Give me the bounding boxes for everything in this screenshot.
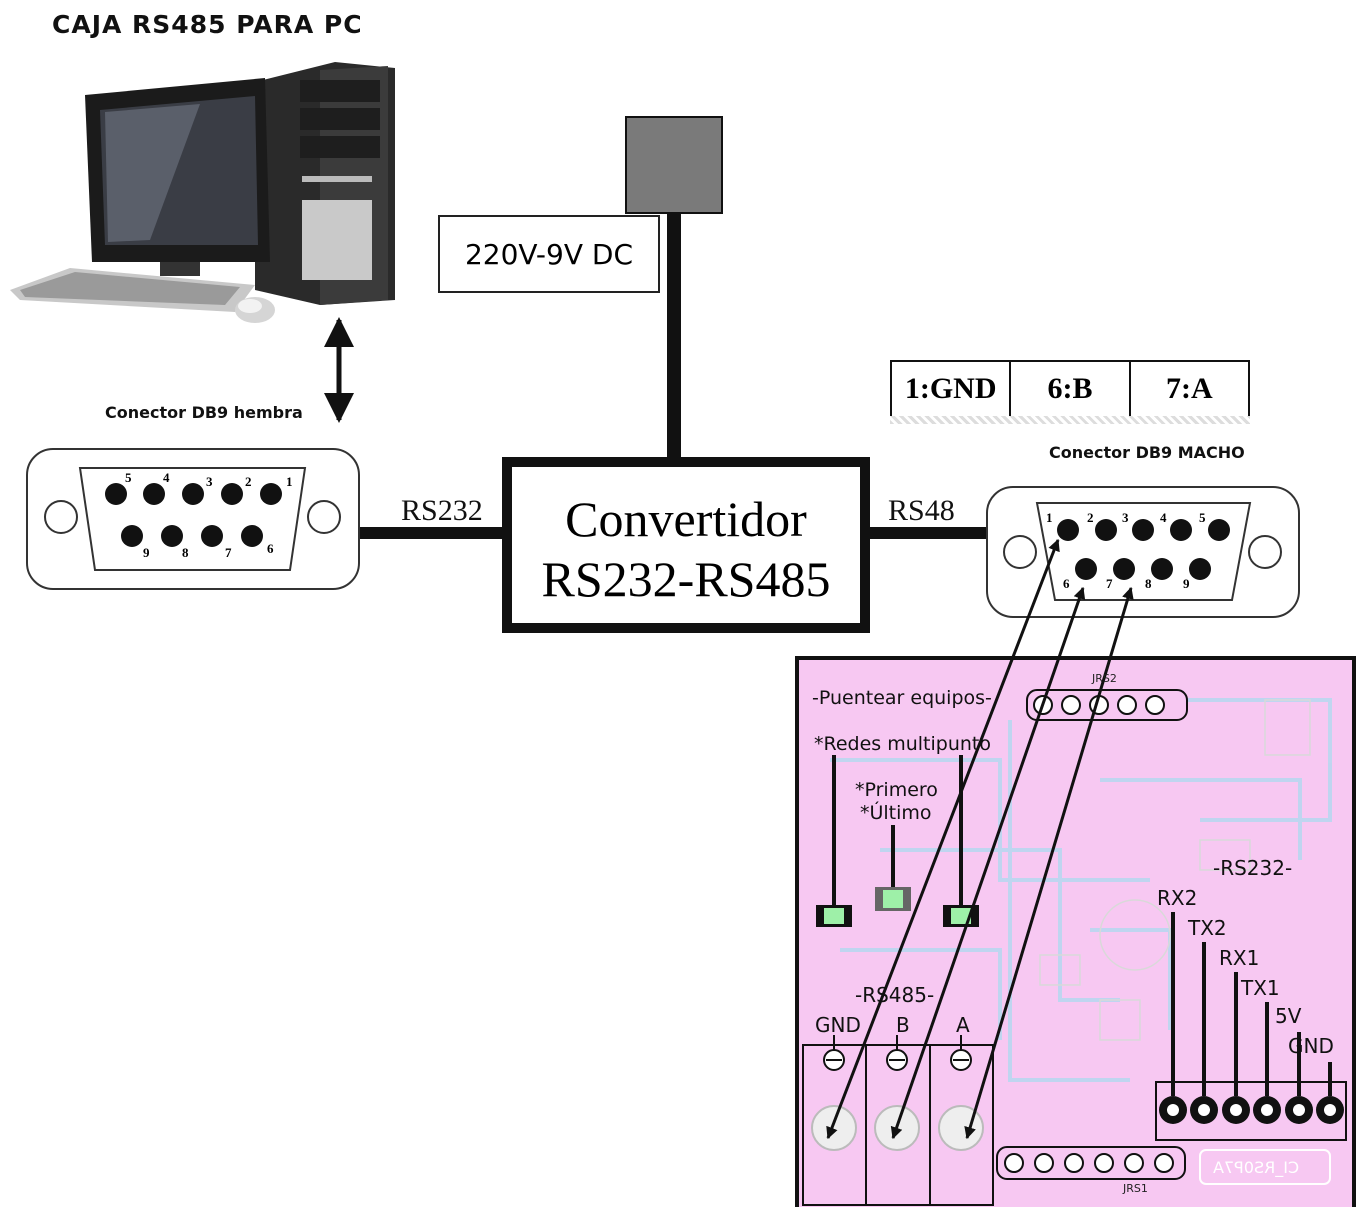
pin-number: 5 xyxy=(125,470,132,485)
db9-male-label: Conector DB9 MACHO xyxy=(1049,443,1245,462)
pin-number: 1 xyxy=(286,474,293,489)
multipoint-label: *Redes multipunto xyxy=(814,733,992,755)
pc-illustration xyxy=(10,62,395,323)
last-label: *Último xyxy=(860,802,932,824)
pin-table-shadow xyxy=(890,416,1250,424)
pin-number: 9 xyxy=(1183,576,1190,591)
pin-number: 8 xyxy=(182,545,189,560)
jrs2-label: JRS2 xyxy=(1092,672,1117,685)
converter-line2: RS232-RS485 xyxy=(541,551,831,607)
pin-table-cell: 6:B xyxy=(1011,362,1131,416)
rs232-pin-gnd: GND xyxy=(1288,1034,1334,1058)
pin-number: 6 xyxy=(1063,576,1070,591)
wiring-arrows xyxy=(826,538,1134,1140)
rs485-terminal-b: B xyxy=(896,1013,910,1037)
converter-line1: Convertidor xyxy=(565,491,807,547)
rs232-link-label: RS232 xyxy=(401,494,483,527)
jrs1-label: JRS1 xyxy=(1123,1182,1148,1195)
diagram-title: CAJA RS485 PARA PC xyxy=(52,10,363,39)
pin-number: 4 xyxy=(163,470,170,485)
rs232-label: -RS232- xyxy=(1213,856,1293,880)
rs485-label: -RS485- xyxy=(855,983,935,1007)
board-code-label: CI_RS0P7A xyxy=(1213,1158,1300,1177)
rs232-pin-rx2: RX2 xyxy=(1157,886,1198,910)
power-supply-block xyxy=(625,116,723,214)
rs232-pin-rx1: RX1 xyxy=(1219,946,1260,970)
db9-female-connector xyxy=(26,448,360,590)
pin-number: 4 xyxy=(1160,510,1167,525)
pin-number: 7 xyxy=(1106,576,1113,591)
rs485-terminal-a: A xyxy=(956,1013,970,1037)
pin-table: 1:GND 6:B 7:A xyxy=(890,360,1250,416)
pin-number: 6 xyxy=(267,541,274,556)
pin-table-cell: 1:GND xyxy=(892,362,1012,416)
pin-table-cell: 7:A xyxy=(1165,372,1213,405)
pin-number: 9 xyxy=(143,545,150,560)
pin-number: 3 xyxy=(1122,510,1129,525)
pin-number: 1 xyxy=(1046,510,1053,525)
pin-number: 5 xyxy=(1199,510,1206,525)
bridge-label: -Puentear equipos- xyxy=(812,687,992,709)
pin-number: 7 xyxy=(225,545,232,560)
db9-male-connector xyxy=(986,486,1300,618)
power-supply-label: 220V-9V DC xyxy=(438,215,660,293)
pin-number: 8 xyxy=(1145,576,1152,591)
pin-number: 2 xyxy=(245,474,252,489)
first-label: *Primero xyxy=(855,779,938,801)
rs485-link-label: RS48 xyxy=(888,494,955,527)
pin-number: 3 xyxy=(206,474,213,489)
pin-number: 2 xyxy=(1087,510,1094,525)
db9-female-label: Conector DB9 hembra xyxy=(105,403,303,422)
rs232-pin-tx1: TX1 xyxy=(1241,976,1280,1000)
rs485-terminal-gnd: GND xyxy=(815,1013,861,1037)
rs232-pin-tx2: TX2 xyxy=(1188,916,1227,940)
rs232-pin-5v: 5V xyxy=(1275,1004,1302,1028)
converter-box: Convertidor RS232-RS485 xyxy=(502,457,870,633)
